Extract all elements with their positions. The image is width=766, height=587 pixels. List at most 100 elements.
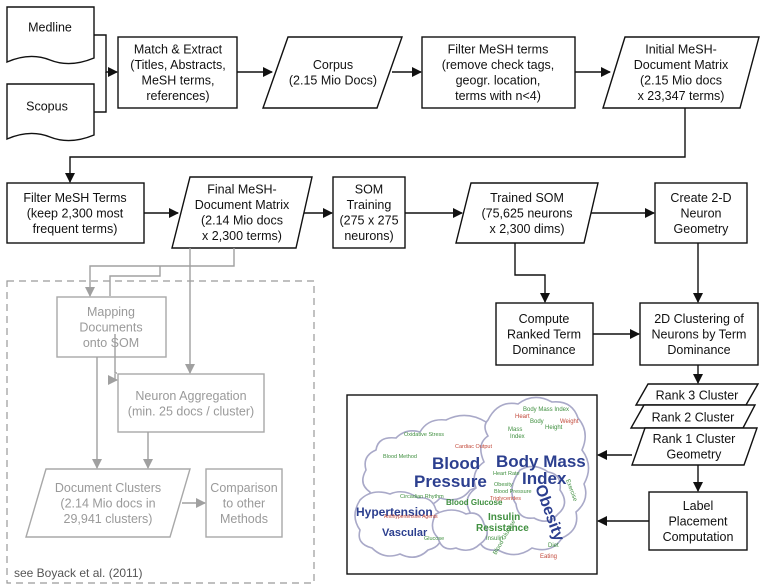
final-matrix-label: Final MeSH-Document Matrix(2.14 Mio docs…	[195, 182, 290, 243]
comparison-line: Methods	[220, 512, 268, 526]
map-label-insulin: Insulin	[488, 512, 520, 523]
initial-matrix-label: Initial MeSH-Document Matrix(2.15 Mio do…	[634, 42, 729, 103]
filter-mesh-terms-2-line: Filter MeSH Terms	[23, 191, 126, 205]
map-label-mass-small: Mass	[508, 427, 522, 433]
label-placement-line: Computation	[663, 530, 734, 544]
som-training-line: Training	[347, 198, 392, 212]
medline-line: Medline	[28, 21, 72, 35]
map-label-body-mass: Body Mass	[496, 452, 586, 471]
map-label-blood: Blood	[432, 454, 480, 473]
map-label-weight: Weight	[560, 419, 579, 425]
neuron-aggregation-label: Neuron Aggregation(min. 25 docs / cluste…	[128, 389, 254, 419]
mapping-documents-line: Documents	[79, 321, 142, 335]
map-label-diet: Diet	[548, 543, 559, 549]
label-placement-box	[648, 491, 748, 551]
clustering-2d-line: 2D Clustering of	[654, 312, 744, 326]
boyack-region	[6, 280, 315, 584]
map-label-resistance: Resistance	[476, 523, 529, 534]
match-extract-line: (Titles, Abstracts,	[130, 58, 225, 72]
map-label-triglycerides: Triglycerides	[490, 496, 521, 502]
filter-mesh-terms-2-line: (keep 2,300 most	[27, 207, 124, 221]
map-label-heart-rate: Heart Rate	[493, 471, 520, 477]
document-clusters-line: (2.14 Mio docs in	[60, 497, 155, 511]
rank2-label: Rank 2 Cluster	[652, 411, 735, 425]
medline-source	[6, 6, 95, 65]
comparison-line: Comparison	[210, 481, 277, 495]
map-label-hypertension: Hypertension	[356, 505, 433, 519]
filter-mesh-terms-1-line: terms with n<4)	[455, 89, 541, 103]
comparison-box	[205, 468, 283, 538]
corpus-line: (2.15 Mio Docs)	[289, 73, 377, 87]
compute-dominance-line: Dominance	[512, 343, 575, 357]
filter-mesh-terms-box-2	[6, 182, 145, 244]
final-matrix-line: (2.14 Mio docs	[201, 213, 283, 227]
map-label-bmi-small: Body Mass Index	[523, 407, 569, 413]
citation-text: see Boyack et al. (2011)	[14, 566, 143, 580]
clustering-2d-box	[639, 302, 759, 366]
create-geometry-box	[654, 182, 748, 244]
filter-mesh-terms-1-line: geogr. location,	[456, 73, 541, 87]
rank3-line: Rank 3 Cluster	[656, 389, 739, 403]
label-placement-line: Placement	[668, 515, 728, 529]
trained-som-line: (75,625 neurons	[481, 207, 572, 221]
neuron-aggregation-line: Neuron Aggregation	[135, 389, 246, 403]
mapping-documents-box	[56, 296, 167, 358]
map-label-index-small: Index	[510, 434, 525, 440]
map-label-obesity-small: Obesity	[494, 482, 513, 488]
neuron-aggregation-box	[117, 373, 265, 433]
medline-label: Medline	[28, 21, 72, 35]
rank2-line: Rank 2 Cluster	[652, 411, 735, 425]
map-label-cardiac-output: Cardiac Output	[455, 444, 492, 450]
final-matrix-line: x 2,300 terms)	[202, 229, 282, 243]
pipeline-arrows	[65, 34, 703, 526]
map-label-antihypertensive: Antihypertensive Agents	[384, 514, 438, 520]
map-label-heart: Heart	[515, 414, 530, 420]
clustering-2d-line: Dominance	[667, 343, 730, 357]
mapping-documents-line: Mapping	[87, 305, 135, 319]
match-extract-line: MeSH terms,	[142, 73, 215, 87]
filter-mesh-terms-label-1: Filter MeSH terms(remove check tags,geog…	[442, 42, 555, 103]
rank1-line: Geometry	[667, 447, 723, 461]
filter-mesh-terms-2-line: frequent terms)	[33, 222, 118, 236]
trained-som-line: x 2,300 dims)	[489, 222, 564, 236]
corpus-line: Corpus	[313, 58, 353, 72]
initial-matrix-line: x 23,347 terms)	[638, 89, 725, 103]
initial-matrix-line: Initial MeSH-	[645, 42, 717, 56]
map-label-blood-method: Blood Method	[383, 454, 417, 460]
initial-matrix-box	[602, 36, 760, 109]
create-geometry-line: Create 2-D	[670, 191, 731, 205]
scopus-label: Scopus	[26, 100, 68, 114]
map-label-blood-glucose: Blood Glucose	[446, 498, 503, 507]
trained-som-line: Trained SOM	[490, 191, 564, 205]
mapping-documents-line: onto SOM	[83, 336, 139, 350]
som-training-line: SOM	[355, 182, 383, 196]
match-extract-line: Match & Extract	[134, 42, 223, 56]
document-clusters-line: Document Clusters	[55, 481, 161, 495]
rank1-line: Rank 1 Cluster	[653, 432, 736, 446]
map-label-insulin-small: Insulin	[486, 536, 503, 542]
create-geometry-line: Geometry	[674, 222, 730, 236]
map-label-index: Index	[522, 469, 567, 488]
create-geometry-line: Neuron	[681, 207, 722, 221]
scopus-source	[6, 83, 95, 142]
map-label-height-small: Height	[545, 425, 563, 431]
scopus-line: Scopus	[26, 100, 68, 114]
compute-dominance-line: Compute	[519, 312, 570, 326]
rank1-box	[631, 427, 758, 466]
final-matrix-box	[171, 176, 313, 249]
initial-matrix-line: (2.15 Mio docs	[640, 73, 722, 87]
map-label-glucose-small: Glucose	[424, 536, 444, 542]
som-training-line: (275 x 275	[339, 213, 398, 227]
map-label-pressure: Pressure	[414, 472, 487, 491]
cluster-map-panel: Blood Pressure Body Mass Index Obesity H…	[346, 394, 598, 575]
corpus-label: Corpus(2.15 Mio Docs)	[289, 58, 377, 88]
